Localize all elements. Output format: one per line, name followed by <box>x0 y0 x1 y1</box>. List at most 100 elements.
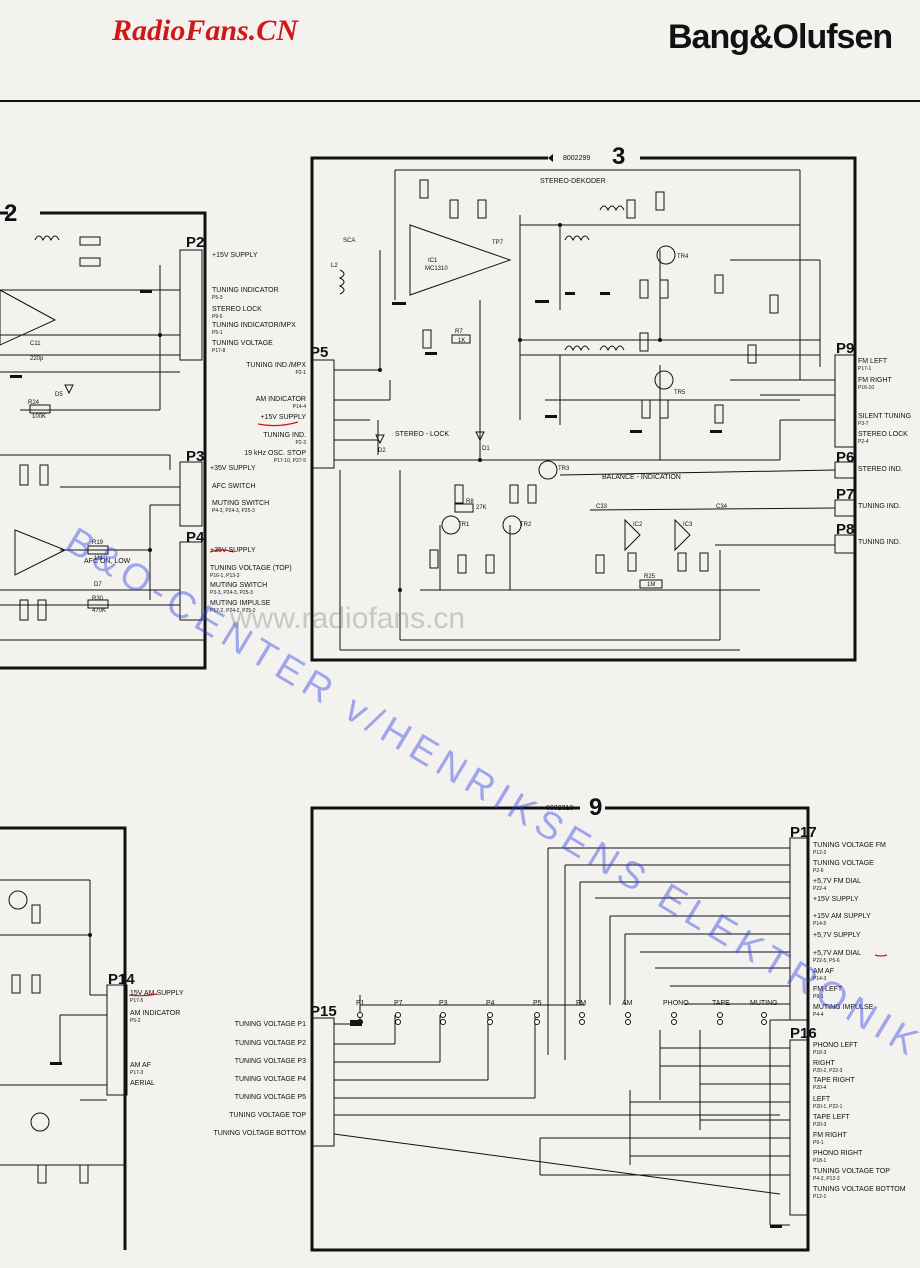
p15-pin-label: TUNING VOLTAGE P1 <box>234 1021 306 1028</box>
p5-pin-label: +15V SUPPLY <box>260 414 306 421</box>
switch-label-p1: P1 <box>356 1000 365 1007</box>
resistor-r25-value: 1M <box>647 582 656 588</box>
switch-label-phono: PHONO <box>663 1000 689 1007</box>
p6-label: STEREO IND. <box>858 466 903 473</box>
connector-p17: P17 <box>790 824 817 841</box>
testpoint-tp7-label: TP7 <box>492 240 504 246</box>
site-watermark-title: RadioFans.CN <box>112 14 298 47</box>
resistor-r8-label: R8 <box>466 499 474 505</box>
capacitor-c34-label: C34 <box>716 504 728 510</box>
diode-d1-label: D1 <box>482 446 490 452</box>
brand-logo: Bang&Olufsen <box>668 18 893 56</box>
board2-number: 2 <box>4 200 18 227</box>
connector-p14: P14 <box>108 971 135 988</box>
p2-pin-label: +15V SUPPLY <box>212 252 258 259</box>
p15-pin-label: TUNING VOLTAGE P2 <box>234 1040 306 1047</box>
stereo-lock-label: STEREO - LOCK <box>395 431 450 438</box>
p7-label: TUNING IND. <box>858 503 901 510</box>
balance-indication-label: BALANCE - INDICATION <box>602 474 681 481</box>
transistor-tr1-label: TR1 <box>458 522 470 528</box>
connector-p3: P3 <box>186 448 205 465</box>
switch-label-p7: P7 <box>394 1000 403 1007</box>
p15-pin-label: TUNING VOLTAGE TOP <box>229 1112 306 1119</box>
transistor-tr3-label: TR3 <box>558 466 570 472</box>
p4-pin-label: +35V SUPPLY <box>210 547 256 554</box>
p15-pin-label: TUNING VOLTAGE P5 <box>234 1094 306 1101</box>
capacitor-c11-label: C11 <box>30 341 41 347</box>
switch-label-tape: TAPE <box>712 1000 730 1007</box>
p15-pin-label: TUNING VOLTAGE P3 <box>234 1058 306 1065</box>
p14-pin-label: AERIAL <box>130 1080 155 1087</box>
diode-d5-label: D5 <box>55 392 63 398</box>
switch-label-muting: MUTING <box>750 1000 778 1007</box>
switch-label-fm: FM <box>576 1000 587 1007</box>
switch-label-am: AM <box>622 1000 633 1007</box>
connector-p5: P5 <box>310 344 329 361</box>
resistor-r19-value: 1M <box>94 556 103 562</box>
resistor-r30-value: 470K <box>92 608 107 614</box>
p4-pin-label: TUNING VOLTAGE (TOP)P16-1, P13-3 <box>210 565 292 579</box>
resistor-r8-value: 27K <box>476 505 487 511</box>
faint-watermark: www.radiofans.cn <box>230 602 466 635</box>
connector-p16: P16 <box>790 1025 817 1042</box>
resistor-r25-label: R25 <box>644 574 656 580</box>
p8-label: TUNING IND. <box>858 539 901 546</box>
stereo-dekoder-label: STEREO-DEKODER <box>540 178 606 185</box>
diode-d2-label: D2 <box>378 448 386 454</box>
connector-p15: P15 <box>310 1003 337 1020</box>
transistor-tr5-label: TR5 <box>674 390 686 396</box>
board9-part-number: 8002313 <box>546 805 574 812</box>
p5-pin-label: TUNING IND.P2-3 <box>263 432 306 446</box>
ic3-label: IC3 <box>683 522 693 528</box>
connector-p2: P2 <box>186 234 205 251</box>
board9-number: 9 <box>589 794 603 821</box>
transistor-tr2-label: TR2 <box>520 522 532 528</box>
switch-label-p5: P5 <box>533 1000 542 1007</box>
connector-p8: P8 <box>836 521 855 538</box>
resistor-r7-label: R7 <box>455 329 463 335</box>
diode-d7-label: D7 <box>94 582 102 588</box>
p3-pin-label: AFC SWITCH <box>212 483 256 490</box>
connector-p6: P6 <box>836 449 855 466</box>
p3-pin-label: +35V SUPPLY <box>210 465 256 472</box>
switch-label-p3: P3 <box>439 1000 448 1007</box>
resistor-r30-label: R30 <box>92 596 104 602</box>
capacitor-c33-label: C33 <box>596 504 608 510</box>
p15-pin-label: TUNING VOLTAGE BOTTOM <box>213 1130 306 1137</box>
resistor-r19-label: R19 <box>92 540 104 546</box>
resistor-r24-value: 100K <box>32 414 47 420</box>
inductor-l2-label: L2 <box>331 263 338 269</box>
connector-p9: P9 <box>836 340 855 357</box>
p15-pin-label: TUNING VOLTAGE P4 <box>234 1076 306 1083</box>
resistor-r24-label: R24 <box>28 400 40 406</box>
afc-note: AFC ON, LOW <box>84 558 131 565</box>
